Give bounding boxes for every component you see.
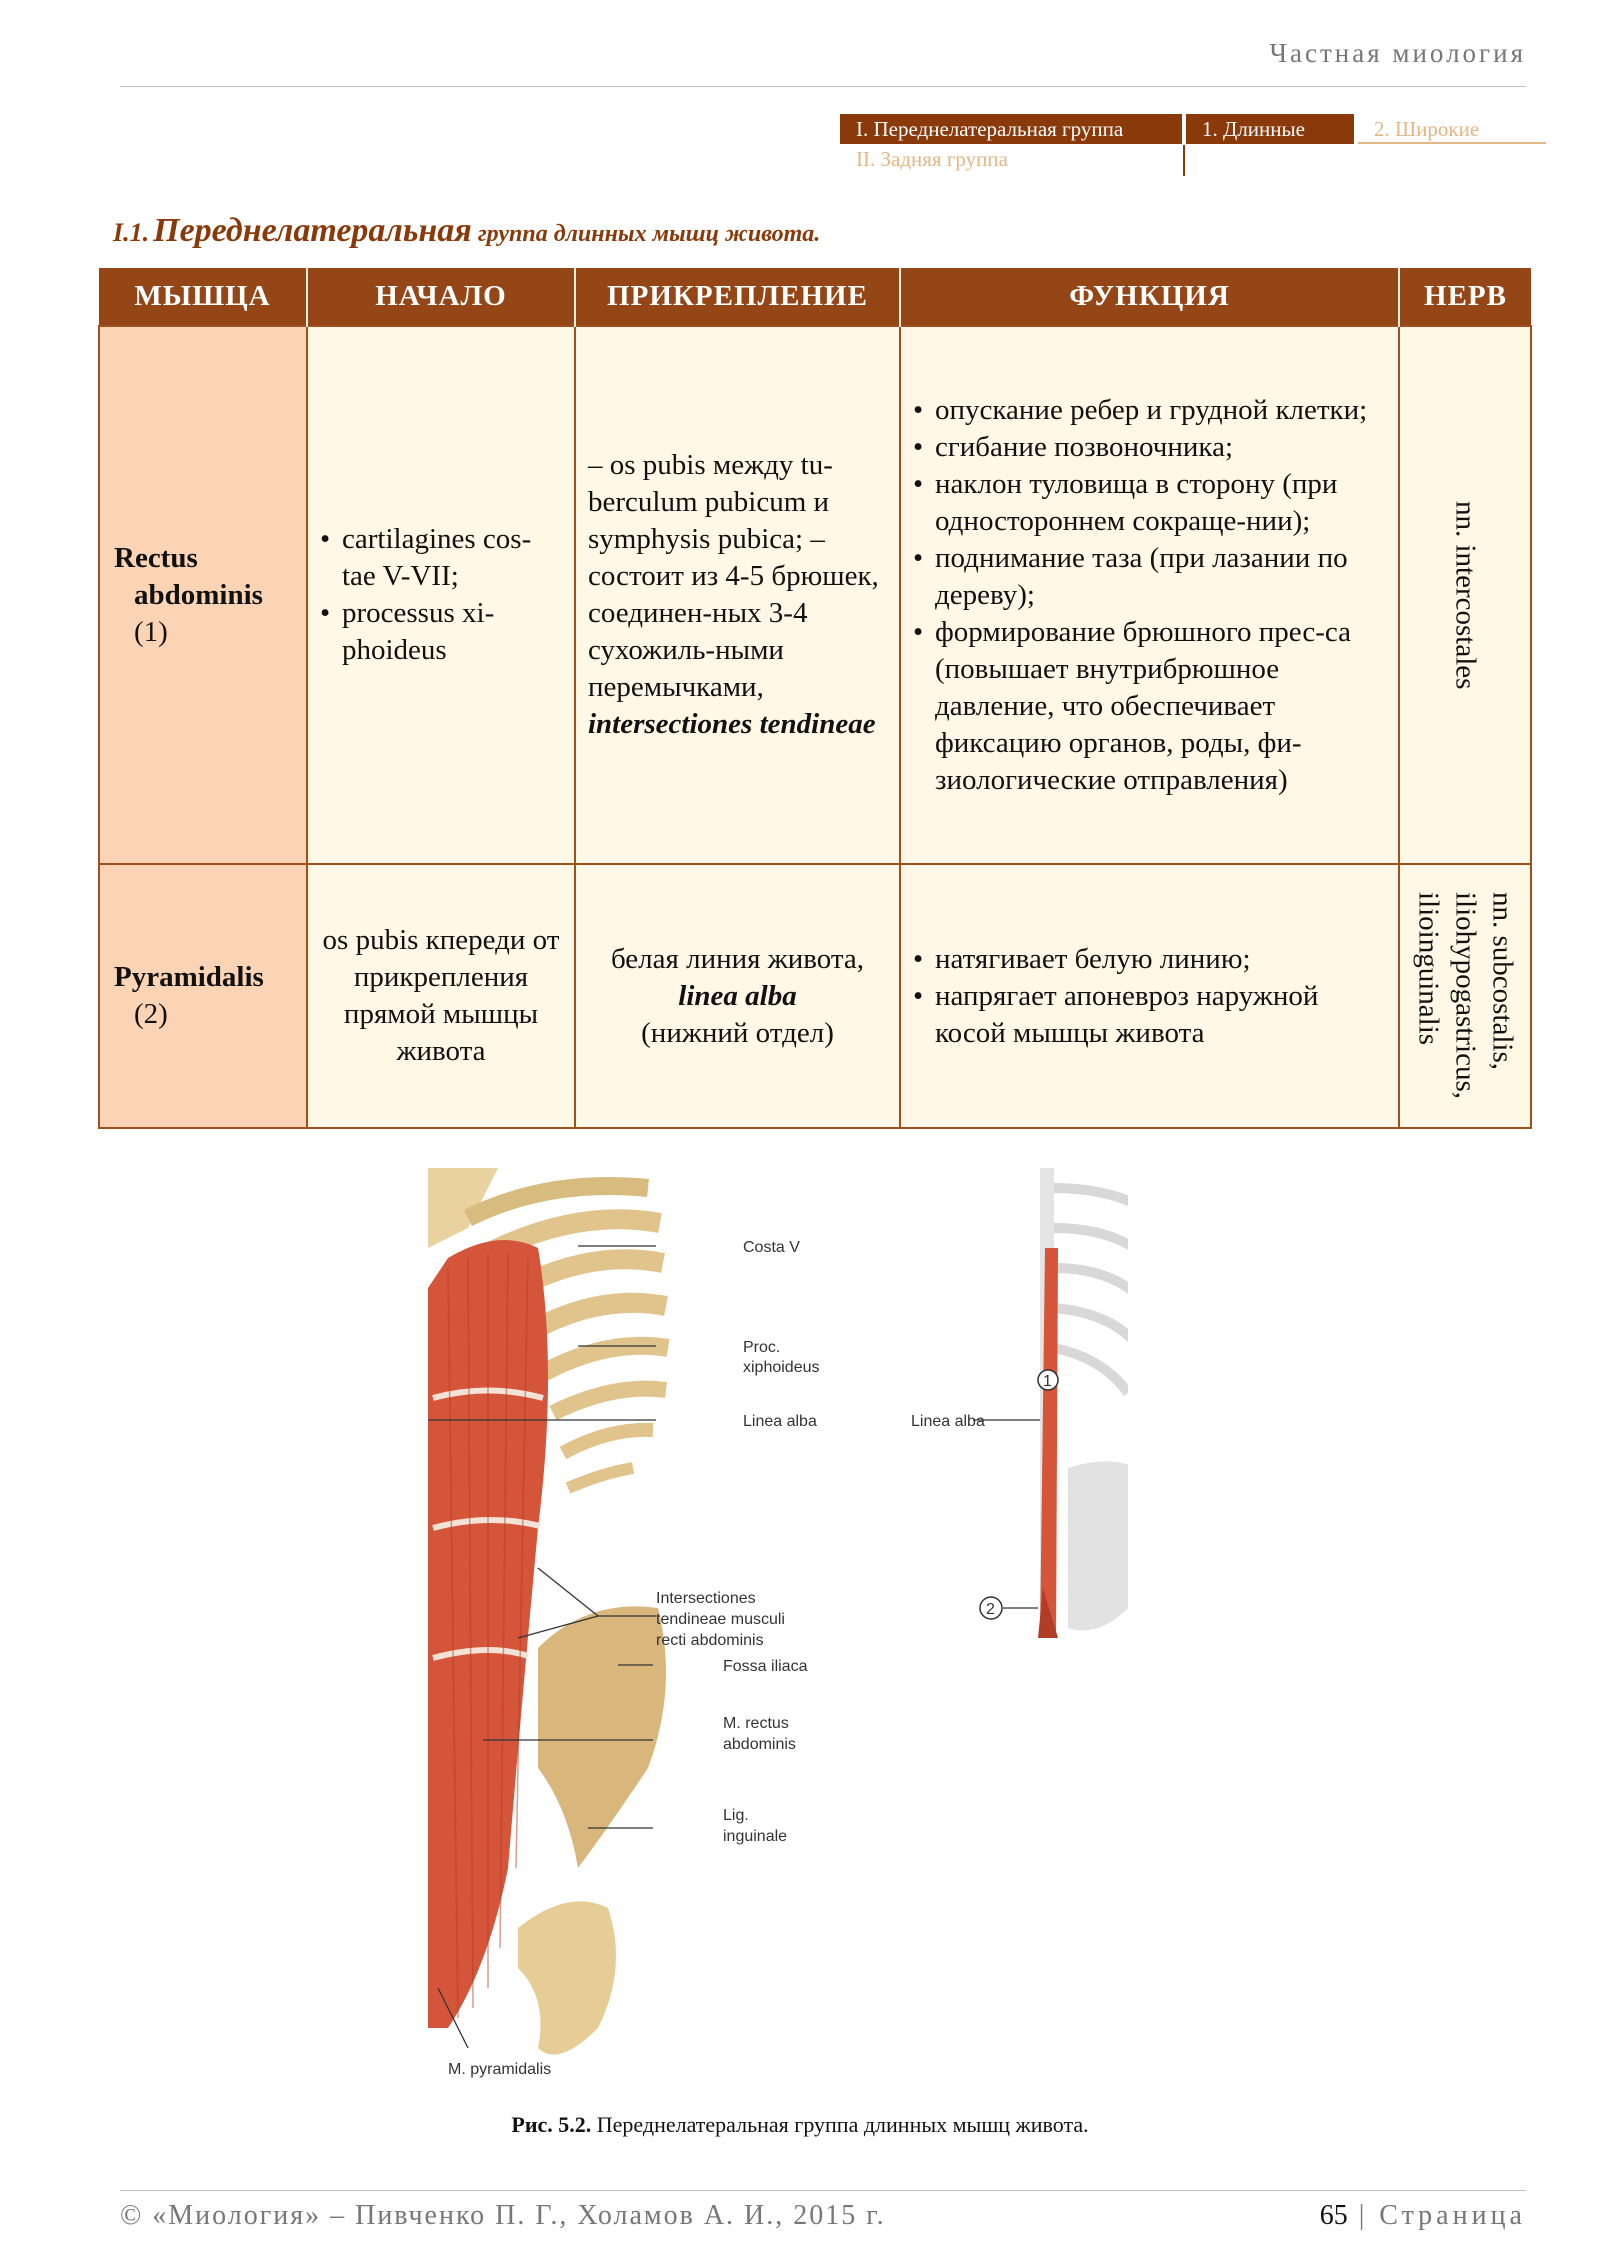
origin-cell: os pubis кпереди от прикрепления прямой …	[306, 863, 576, 1129]
label-proc: Proc.	[743, 1339, 780, 1356]
nav-tab-wide[interactable]: 2. Широкие	[1358, 114, 1546, 144]
rectus-muscle-right	[1040, 1248, 1058, 1638]
marker-2-label: 2	[986, 1601, 995, 1618]
insertion-italic: linea alba	[678, 979, 797, 1012]
insertion-italic: intersectiones tendineae	[588, 708, 876, 740]
table-row: Pyramidalis (2) os pubis кпереди от прик…	[98, 863, 1532, 1129]
label-lig: Lig.	[723, 1807, 749, 1824]
muscle-name-cell: Pyramidalis (2)	[98, 863, 308, 1129]
col-header-origin: НАЧАЛО	[307, 268, 576, 326]
muscle-name-cell: Rectus abdominis (1)	[98, 325, 308, 865]
nerve-text: nn. subcostalis, iliohypogastricus, ilio…	[1412, 892, 1519, 1100]
footer-rule	[120, 2190, 1526, 2191]
femur-illustration	[518, 1901, 616, 2055]
caption-label: Рис. 5.2.	[511, 2112, 592, 2137]
insertion-pre: белая линия живота,	[610, 942, 865, 975]
label-intersectiones: Intersectiones	[656, 1590, 756, 1607]
label-tendineae: tendineae musculi	[656, 1611, 785, 1628]
nerve-text: nn. intercostales	[1449, 500, 1482, 690]
nerve-cell: nn. intercostales	[1398, 325, 1532, 865]
marker-2-icon	[979, 1596, 1003, 1620]
figure-caption: Рис. 5.2. Переднелатеральная группа длин…	[0, 2112, 1600, 2138]
list-item: наклон туловища в сторону (при односторо…	[913, 466, 1386, 540]
nerve-cell: nn. subcostalis, iliohypogastricus, ilio…	[1398, 863, 1532, 1129]
section-number: I.1.	[113, 218, 150, 247]
label-inguinale: inguinale	[723, 1828, 787, 1845]
anatomy-figure: Costa V Proc. xiphoideus Linea alba Inte…	[428, 1168, 1183, 2088]
col-header-insertion: ПРИКРЕПЛЕНИЕ	[575, 268, 901, 326]
nav-tab-anterolateral[interactable]: I. Переднелатеральная группа	[840, 114, 1182, 144]
pyramidalis-muscle-right	[1038, 1588, 1058, 1638]
muscle-table: МЫШЦА НАЧАЛО ПРИКРЕПЛЕНИЕ ФУНКЦИЯ НЕРВ R…	[98, 268, 1532, 1129]
origin-cell: cartilagines cos-tae V-VII; processus xi…	[306, 325, 576, 865]
header-rule	[120, 86, 1526, 87]
label-xiphoideus: xiphoideus	[743, 1359, 820, 1376]
section-title-bold: Переднелатеральная	[153, 212, 472, 249]
list-item: cartilagines cos-tae V-VII;	[320, 521, 562, 595]
list-item: сгибание позвоночника;	[913, 429, 1386, 466]
muscle-fibers	[447, 1252, 529, 2019]
nav-divider	[1183, 145, 1185, 176]
list-item: опускание ребер и грудной клетки;	[913, 392, 1386, 429]
muscle-number: (1)	[134, 615, 168, 648]
muscle-number: (2)	[134, 998, 168, 1030]
muscle-name: Rectus	[114, 541, 198, 574]
running-header: Частная миология	[1269, 38, 1526, 68]
col-header-function: ФУНКЦИЯ	[900, 268, 1400, 326]
muscle-name-line2: abdominis	[134, 578, 263, 611]
col-header-nerve: НЕРВ	[1399, 268, 1531, 326]
list-item: формирование брюшного прес-са (повышает …	[913, 614, 1386, 799]
list-item: натягивает белую линию;	[913, 941, 1386, 978]
anatomy-illustration: Costa V Proc. xiphoideus Linea alba Inte…	[428, 1168, 1183, 2078]
footer-copyright: © «Миология» – Пивченко П. Г., Холамов А…	[120, 2200, 886, 2231]
table-row: Rectus abdominis (1) cartilagines cos-ta…	[98, 325, 1532, 865]
caption-text: Переднелатеральная группа длинных мышц ж…	[591, 2112, 1089, 2137]
insertion-cell: белая линия живота, linea alba (нижний о…	[574, 863, 901, 1129]
section-navigation: I. Переднелатеральная группа 1. Длинные …	[840, 114, 1546, 176]
insertion-post: (нижний отдел)	[641, 1016, 834, 1049]
label-pyramidalis: M. pyramidalis	[448, 2061, 551, 2078]
page-word: | Страница	[1347, 2200, 1526, 2231]
label-rectus: M. rectus	[723, 1715, 789, 1732]
nav-tab-long[interactable]: 1. Длинные	[1186, 114, 1354, 144]
marker-1-icon	[1037, 1369, 1059, 1391]
section-title-rest: группа длинных мышц живота.	[471, 221, 821, 247]
section-title: I.1. Переднелатеральная группа длинных м…	[113, 212, 820, 250]
list-item: processus xi-phoideus	[320, 595, 562, 669]
list-item: напрягает апоневроз наружной косой мышцы…	[913, 978, 1386, 1052]
marker-1-label: 1	[1043, 1373, 1052, 1390]
col-header-muscle: МЫШЦА	[99, 268, 308, 326]
insertion-text: – os pubis между tu-berculum pubicum и s…	[588, 449, 879, 703]
function-cell: натягивает белую линию; напрягает апонев…	[899, 863, 1400, 1129]
footer-page: 65 | Страница	[1320, 2200, 1526, 2232]
page-number: 65	[1319, 2200, 1348, 2231]
insertion-cell: – os pubis между tu-berculum pubicum и s…	[574, 325, 901, 865]
table-header-row: МЫШЦА НАЧАЛО ПРИКРЕПЛЕНИЕ ФУНКЦИЯ НЕРВ	[99, 268, 1531, 326]
label-fossa: Fossa iliaca	[723, 1658, 808, 1675]
label-abdominis: abdominis	[723, 1736, 796, 1753]
label-recti: recti abdominis	[656, 1632, 764, 1649]
muscle-name: Pyramidalis	[114, 961, 264, 993]
label-costa: Costa V	[743, 1239, 800, 1256]
list-item: поднимание таза (при лазании по дереву);	[913, 540, 1386, 614]
function-cell: опускание ребер и грудной клетки; сгибан…	[899, 325, 1400, 865]
nav-tab-posterior[interactable]: II. Задняя группа	[856, 147, 1008, 171]
label-linea-alba-right: Linea alba	[911, 1413, 985, 1430]
origin-text: os pubis кпереди от прикрепления прямой …	[322, 924, 560, 1067]
leader-lines	[428, 1245, 656, 2049]
label-linea-alba: Linea alba	[743, 1413, 817, 1430]
pelvis-illustration	[538, 1606, 666, 1868]
